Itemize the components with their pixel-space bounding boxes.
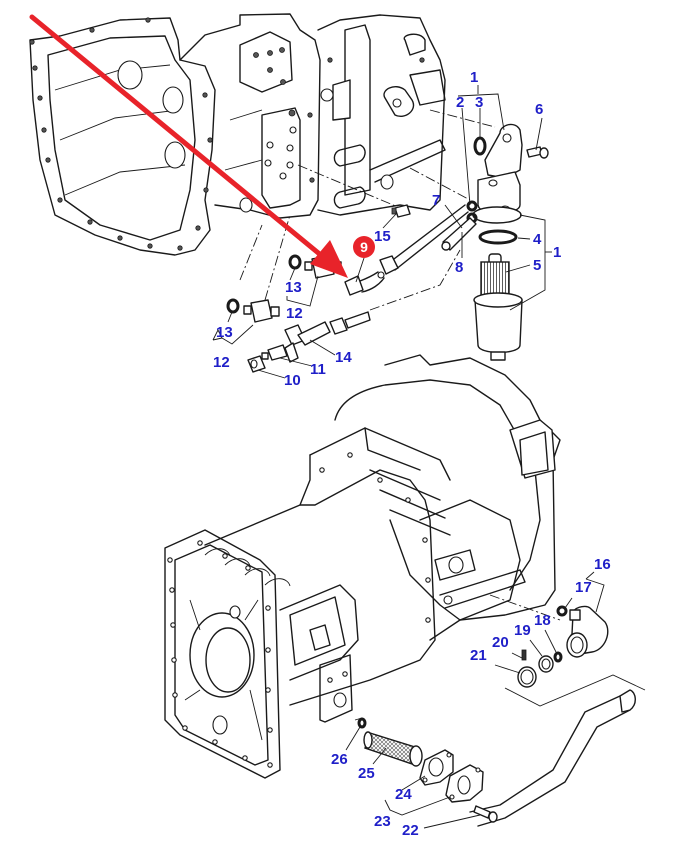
flange-23 — [445, 764, 484, 803]
nut-fitting-right — [329, 311, 371, 335]
filter-bowl — [473, 292, 523, 361]
callout-2[interactable]: 2 — [456, 94, 465, 111]
o-ring-26 — [357, 717, 367, 729]
filter-head — [472, 123, 523, 224]
nipple-11 — [261, 344, 288, 361]
callout-13-a[interactable]: 13 — [285, 279, 302, 296]
callout-19[interactable]: 19 — [514, 622, 531, 639]
callout-15[interactable]: 15 — [374, 228, 391, 245]
front-flange-bolt-holes — [167, 540, 273, 768]
callout-8[interactable]: 8 — [455, 259, 464, 276]
strainer-25 — [363, 731, 423, 767]
callout-16[interactable]: 16 — [594, 556, 611, 573]
screw-20 — [521, 649, 527, 661]
nut-10 — [247, 355, 266, 373]
suction-pipe — [469, 689, 636, 827]
lower-transmission — [164, 354, 561, 779]
callout-3[interactable]: 3 — [475, 94, 484, 111]
callout-12-a[interactable]: 12 — [286, 305, 303, 322]
hose-8 — [441, 217, 477, 251]
callout-24[interactable]: 24 — [395, 786, 412, 803]
callout-23[interactable]: 23 — [374, 813, 391, 830]
ring-19 — [538, 655, 554, 673]
callout-7[interactable]: 7 — [432, 192, 441, 209]
callout-21[interactable]: 21 — [470, 647, 487, 664]
callout-18[interactable]: 18 — [534, 612, 551, 629]
seal-3 — [473, 136, 487, 156]
callout-9-highlighted[interactable]: 9 — [353, 236, 375, 258]
o-ring-17 — [556, 605, 568, 617]
callout-10[interactable]: 10 — [284, 372, 301, 389]
bolt-22 — [473, 805, 498, 823]
callout-20[interactable]: 20 — [492, 634, 509, 651]
flange-bolt-holes — [29, 17, 213, 251]
elbow-9 — [344, 271, 385, 296]
collar-21 — [517, 666, 537, 688]
adapter-12b — [243, 299, 280, 323]
o-ring-13a — [288, 254, 302, 270]
callout-5[interactable]: 5 — [533, 257, 542, 274]
o-ring-13b — [226, 298, 240, 314]
callout-6[interactable]: 6 — [535, 101, 544, 118]
o-ring-2a — [466, 200, 478, 212]
callout-25[interactable]: 25 — [358, 765, 375, 782]
o-ring-4 — [478, 229, 518, 245]
upper-housing — [29, 13, 446, 256]
tee-14 — [284, 321, 331, 363]
elbow-16 — [566, 605, 609, 658]
leader-lines — [212, 85, 605, 829]
highlight-arrow — [29, 14, 348, 278]
callout-1-side[interactable]: 1 — [553, 244, 562, 261]
callout-26[interactable]: 26 — [331, 751, 348, 768]
gasket-24 — [419, 749, 454, 786]
callout-22[interactable]: 22 — [402, 822, 419, 839]
callout-1-top[interactable]: 1 — [470, 69, 479, 86]
callout-13-b[interactable]: 13 — [216, 324, 233, 341]
union-15 — [391, 204, 411, 218]
callout-17[interactable]: 17 — [575, 579, 592, 596]
callout-12-b[interactable]: 12 — [213, 354, 230, 371]
callout-4[interactable]: 4 — [533, 231, 542, 248]
bolt-6 — [526, 146, 549, 159]
o-ring-18 — [553, 651, 563, 663]
callout-11[interactable]: 11 — [310, 361, 326, 378]
callout-14[interactable]: 14 — [335, 349, 352, 366]
